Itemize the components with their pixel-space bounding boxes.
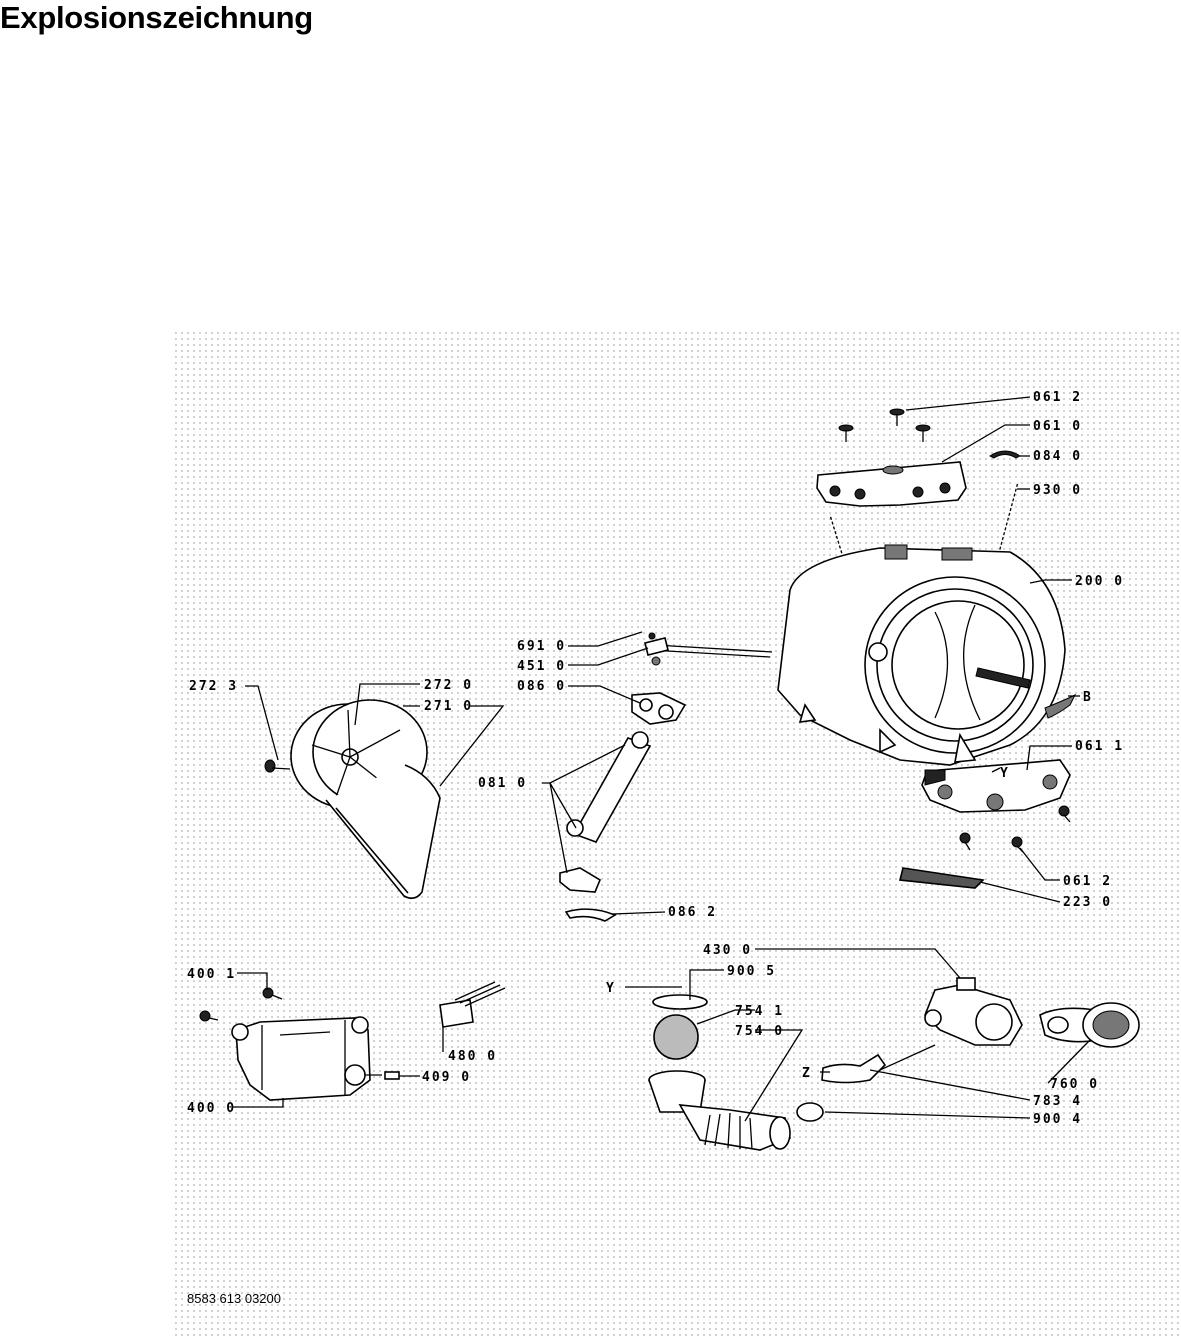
- pump-filter: [1039, 1002, 1140, 1048]
- sump-hose: [648, 1070, 791, 1151]
- drain-pump: [924, 977, 1023, 1046]
- screw-top-1: [889, 408, 905, 426]
- tub-assembly: [777, 544, 1077, 766]
- callout-086-2: 086 2: [668, 905, 717, 920]
- callout-900-4: 900 4: [1033, 1112, 1082, 1127]
- callout-Z: Z: [802, 1066, 812, 1081]
- document-number: 8583 613 03200: [187, 1291, 281, 1306]
- callout-084-0: 084 0: [1033, 449, 1082, 464]
- screw-bottom-2: [959, 832, 971, 851]
- page-title: Explosionszeichnung: [0, 0, 313, 35]
- callout-760-0: 760 0: [1050, 1077, 1099, 1092]
- motor-screw-1: [262, 987, 283, 1000]
- callout-754-1: 754 1: [735, 1004, 784, 1019]
- callout-271-0: 271 0: [424, 699, 473, 714]
- callout-272-0: 272 0: [424, 678, 473, 693]
- callout-061-1: 061 1: [1075, 739, 1124, 754]
- leader-lines: [233, 396, 1091, 1122]
- motor: [231, 1016, 382, 1101]
- shock-absorber: [559, 692, 687, 922]
- callout-272-3: 272 3: [189, 679, 238, 694]
- screw-top-3: [915, 424, 931, 442]
- callout-400-1: 400 1: [187, 967, 236, 982]
- screw-bottom-1: [1058, 805, 1071, 823]
- screw-top-2: [838, 424, 854, 442]
- fixing-strip: [899, 867, 985, 889]
- spring-clip: [989, 450, 1021, 459]
- counterweight-bottom: [921, 759, 1071, 813]
- callout-930-0: 930 0: [1033, 483, 1082, 498]
- callout-409-0: 409 0: [422, 1070, 471, 1085]
- callout-480-0: 480 0: [448, 1049, 497, 1064]
- drive-belt: [325, 764, 441, 900]
- callout-223-0: 223 0: [1063, 895, 1112, 910]
- callout-691-0: 691 0: [517, 639, 566, 654]
- counterweight-top: [816, 461, 967, 507]
- seal-ring: [652, 994, 708, 1010]
- motor-screw-2: [199, 1010, 219, 1022]
- pump-hose: [821, 1053, 887, 1084]
- callout-061-2-top: 061 2: [1033, 390, 1082, 405]
- callout-430-0: 430 0: [703, 943, 752, 958]
- motor-pin: [384, 1071, 400, 1080]
- callout-061-0: 061 0: [1033, 419, 1082, 434]
- callout-200-0: 200 0: [1075, 574, 1124, 589]
- callout-Y-seal: Y: [606, 981, 616, 996]
- callout-081-0: 081 0: [478, 776, 527, 791]
- callout-061-2-bottom: 061 2: [1063, 874, 1112, 889]
- hose-clamp: [796, 1102, 824, 1122]
- callout-labels: 061 2 061 0 084 0 930 0 200 0 691 0 451 …: [187, 390, 1124, 1127]
- callout-Y-tub: Y: [1000, 766, 1010, 781]
- heater-element: [644, 632, 773, 666]
- callout-900-5: 900 5: [727, 964, 776, 979]
- ball-valve: [653, 1014, 699, 1060]
- filter-block: [439, 981, 506, 1028]
- pulley-bolt: [264, 759, 291, 773]
- callout-451-0: 451 0: [517, 659, 566, 674]
- callout-086-0: 086 0: [517, 679, 566, 694]
- callout-B: B: [1083, 690, 1093, 705]
- callout-783-4: 783 4: [1033, 1094, 1082, 1109]
- callout-754-0: 754 0: [735, 1024, 784, 1039]
- callout-400-0: 400 0: [187, 1101, 236, 1116]
